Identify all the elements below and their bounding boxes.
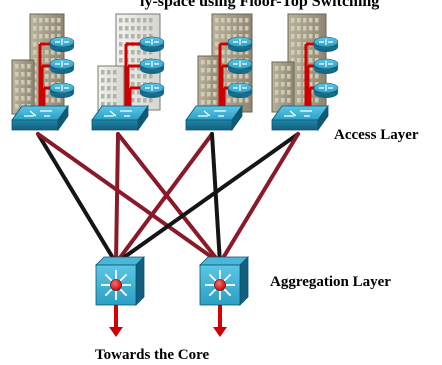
building-icon	[97, 65, 125, 113]
router-icon	[139, 36, 165, 52]
uplink-line	[116, 132, 222, 265]
access-switch-icon	[11, 104, 69, 132]
towards-core-label: Towards the Core	[95, 347, 210, 363]
uplink-line	[210, 132, 222, 265]
router-icon	[49, 82, 75, 98]
building-icon	[197, 55, 221, 113]
towards-core-arrow	[109, 305, 123, 337]
towards-core-arrow	[213, 305, 227, 337]
uplink-line	[114, 132, 300, 265]
router-icon	[313, 58, 339, 74]
access-layer-group	[11, 13, 339, 132]
diagram-title: ly-space using Floor-Top Switching	[140, 0, 379, 10]
router-icon	[227, 58, 253, 74]
uplink-line	[36, 132, 222, 265]
access-switch-icon	[271, 104, 329, 132]
uplink-line	[114, 132, 214, 265]
router-icon	[49, 58, 75, 74]
building-icon	[11, 59, 35, 115]
access-switch-icon	[91, 104, 149, 132]
uplink-connections	[36, 132, 300, 265]
router-icon	[313, 82, 339, 98]
router-icon	[139, 82, 165, 98]
router-icon	[313, 36, 339, 52]
access-switch-icon	[185, 104, 243, 132]
uplink-line	[36, 132, 118, 265]
multilayer-switch-icon	[95, 256, 145, 306]
uplink-line	[114, 132, 120, 265]
router-icon	[227, 36, 253, 52]
router-icon	[139, 58, 165, 74]
router-icon	[227, 82, 253, 98]
aggregation-layer-group	[95, 256, 249, 337]
building-icon	[271, 61, 295, 113]
aggregation-layer-label: Aggregation Layer	[270, 274, 391, 290]
multilayer-switch-icon	[199, 256, 249, 306]
router-icon	[49, 36, 75, 52]
uplink-line	[218, 132, 300, 265]
access-layer-label: Access Layer	[334, 127, 419, 143]
